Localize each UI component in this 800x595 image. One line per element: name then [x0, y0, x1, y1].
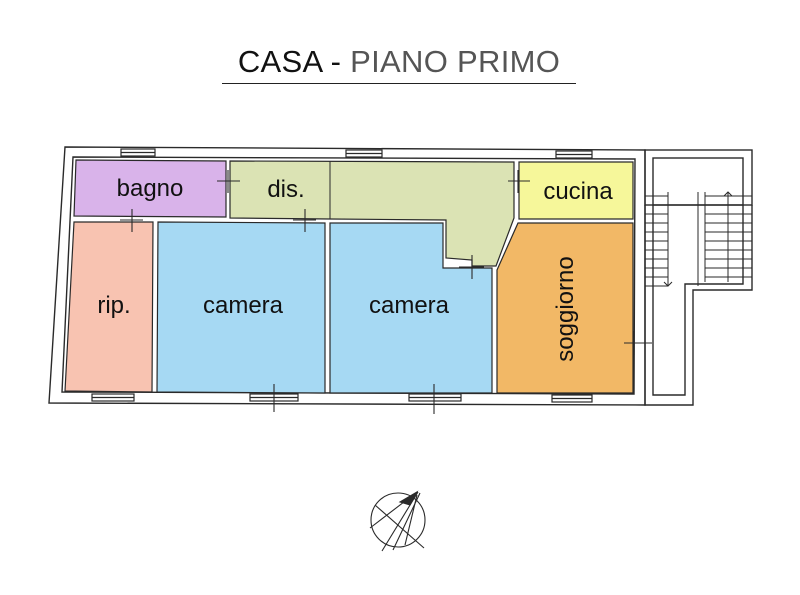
compass-north-arrow-icon [369, 490, 426, 552]
outer-walls [48, 146, 753, 406]
room-cucina [518, 161, 634, 220]
stair-treads-left [645, 195, 668, 287]
door-marks [120, 170, 652, 414]
label-rip: rip. [97, 292, 130, 319]
stair-steps [645, 191, 752, 287]
room-soggiorno [496, 222, 634, 394]
windows [91, 148, 593, 403]
room-camera-2 [329, 222, 493, 394]
label-soggiorno: soggiorno [552, 256, 579, 361]
title-floor: PIANO PRIMO [350, 44, 561, 79]
label-camera-2: camera [369, 292, 450, 319]
plan-title-text: CASA - PIANO PRIMO [222, 42, 576, 82]
stair-treads-right [705, 195, 752, 278]
title-underline [222, 83, 576, 84]
label-camera-1: camera [203, 292, 284, 319]
label-bagno: bagno [117, 175, 184, 202]
room-bagno [73, 159, 227, 218]
plan-title: CASA - PIANO PRIMO [222, 42, 576, 86]
room-camera-1 [156, 221, 326, 394]
label-dis: dis. [267, 176, 304, 203]
room-rip [64, 221, 154, 393]
label-cucina: cucina [543, 178, 613, 205]
title-house: CASA - [237, 44, 351, 79]
